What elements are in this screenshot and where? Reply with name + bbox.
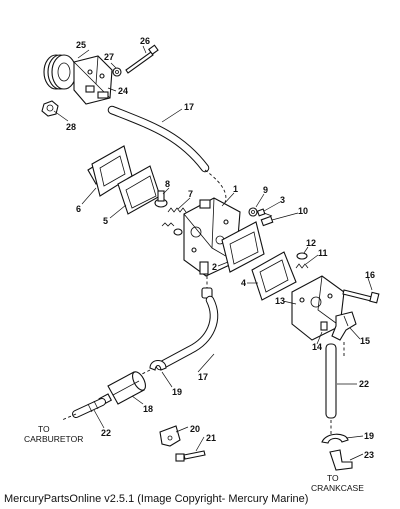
- part-7-spring[interactable]: [167, 207, 187, 213]
- callout-24[interactable]: 24: [118, 86, 128, 96]
- note-to-carburetor-to: TO: [38, 424, 50, 434]
- part-26-screw[interactable]: [125, 44, 159, 74]
- part-17-fuel-line-lower[interactable]: [155, 295, 219, 371]
- callout-labels: 25 26 27 24 28 17 6 5 8 7 1 9 3 10 2 4 1…: [66, 36, 375, 460]
- destination-notes: TO CARBURETOR TO CRANKCASE: [24, 424, 364, 493]
- callout-16[interactable]: 16: [365, 270, 375, 280]
- part-17-fuel-line-upper[interactable]: [107, 105, 210, 173]
- callout-19-right[interactable]: 19: [364, 431, 374, 441]
- part-9-washer[interactable]: [248, 207, 258, 217]
- part-21-screw[interactable]: [175, 450, 206, 462]
- callout-28[interactable]: 28: [66, 122, 76, 132]
- part-22-fuel-line-right[interactable]: [325, 343, 337, 419]
- part-28-nut[interactable]: [41, 100, 59, 117]
- callout-1[interactable]: 1: [233, 184, 238, 194]
- callout-8[interactable]: 8: [165, 179, 170, 189]
- callout-5[interactable]: 5: [103, 216, 108, 226]
- part-24-valve-body[interactable]: [73, 55, 113, 105]
- callout-6[interactable]: 6: [76, 204, 81, 214]
- part-27-washer[interactable]: [112, 67, 122, 77]
- part-19-clamp-left[interactable]: [149, 359, 167, 371]
- callout-14[interactable]: 14: [312, 342, 322, 352]
- part-25-bulb[interactable]: [43, 54, 77, 90]
- callout-17-upper[interactable]: 17: [184, 102, 194, 112]
- part-15-elbow[interactable]: [331, 311, 357, 341]
- note-carburetor: CARBURETOR: [24, 434, 83, 444]
- part-4-gasket[interactable]: [251, 251, 297, 301]
- part-16-screw[interactable]: [342, 289, 380, 304]
- copyright-footer: MercuryPartsOnline v2.5.1 (Image Copyrig…: [4, 493, 309, 505]
- callout-3[interactable]: 3: [280, 195, 285, 205]
- part-3-screw[interactable]: [256, 208, 273, 217]
- note-to-crankcase-to: TO: [327, 473, 339, 483]
- callout-22-left[interactable]: 22: [101, 428, 111, 438]
- part-18-fuel-filter[interactable]: [98, 370, 148, 406]
- callout-23[interactable]: 23: [364, 450, 374, 460]
- callout-2[interactable]: 2: [212, 262, 217, 272]
- callout-11[interactable]: 11: [318, 248, 328, 258]
- callout-18[interactable]: 18: [143, 404, 153, 414]
- callout-12[interactable]: 12: [306, 238, 316, 248]
- part-19-clamp-right[interactable]: [321, 433, 349, 444]
- callout-26[interactable]: 26: [140, 36, 150, 46]
- part-check-valve-left-small[interactable]: [161, 222, 183, 236]
- callout-9[interactable]: 9: [263, 185, 268, 195]
- part-22-fuel-line-carburetor[interactable]: [72, 398, 106, 418]
- part-14-fitting[interactable]: [320, 321, 328, 331]
- part-10-fitting[interactable]: [260, 215, 274, 227]
- callout-19-left[interactable]: 19: [172, 387, 182, 397]
- callout-20[interactable]: 20: [190, 424, 200, 434]
- part-12-check-valve[interactable]: [296, 252, 308, 260]
- part-8-check-valve[interactable]: [154, 190, 168, 208]
- callout-15[interactable]: 15: [360, 336, 370, 346]
- callout-21[interactable]: 21: [206, 433, 216, 443]
- callout-25[interactable]: 25: [76, 40, 86, 50]
- part-20-clip[interactable]: [159, 425, 181, 447]
- callout-4[interactable]: 4: [241, 278, 246, 288]
- callout-10[interactable]: 10: [298, 206, 308, 216]
- callout-7[interactable]: 7: [188, 189, 193, 199]
- callout-17-lower[interactable]: 17: [198, 372, 208, 382]
- callout-22-right[interactable]: 22: [359, 379, 369, 389]
- callout-13[interactable]: 13: [275, 296, 285, 306]
- leader-lines: [53, 45, 373, 461]
- note-crankcase: CRANKCASE: [311, 483, 364, 493]
- part-2-diaphragm[interactable]: [221, 221, 265, 273]
- primer-assembly: [41, 44, 159, 117]
- part-23-elbow-fitting[interactable]: [329, 449, 353, 471]
- part-11-spring[interactable]: [295, 263, 309, 269]
- callout-27[interactable]: 27: [104, 52, 114, 62]
